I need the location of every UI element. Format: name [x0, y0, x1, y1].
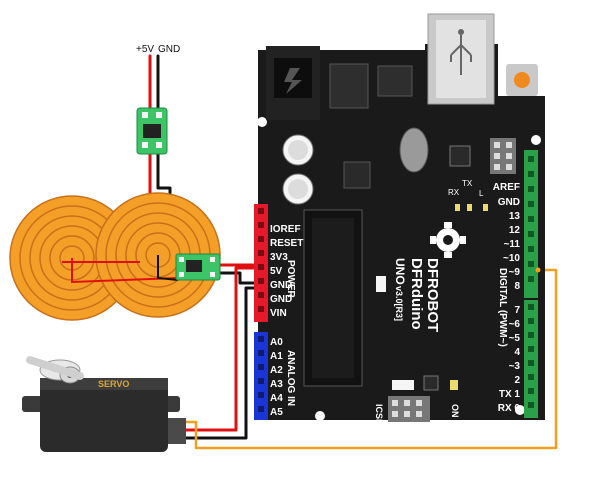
servo-motor: SERVO [22, 356, 186, 452]
icsp-header-top [490, 138, 516, 174]
pin-a2: A2 [270, 365, 283, 376]
model-name: DFRduino [408, 258, 425, 330]
pin-8: 8 [514, 281, 520, 292]
pin-a5: A5 [270, 407, 283, 418]
pin-12: 12 [509, 225, 521, 236]
pin-7: 7 [514, 305, 520, 316]
brand-name: DFROBOT [424, 258, 441, 332]
pin-9: ~9 [509, 267, 521, 278]
pin-gnd-2: GND [270, 294, 292, 305]
pin-aref: AREF [493, 182, 520, 193]
icsp-header-bottom [388, 396, 430, 422]
analog-header [254, 332, 268, 420]
reset-button[interactable] [506, 64, 538, 96]
pin-13: 13 [509, 211, 521, 222]
pin-a0: A0 [270, 337, 283, 348]
pin-tx1: TX 1 [499, 389, 521, 400]
analog-header-title: ANALOG IN [285, 350, 296, 406]
pin-a4: A4 [270, 393, 283, 404]
pin-5v: 5V [270, 266, 283, 277]
regulator-board [136, 107, 168, 155]
wire-black-gnd [216, 271, 264, 285]
l-label: L [479, 189, 484, 198]
pin-4: 4 [514, 347, 520, 358]
power-header [254, 204, 268, 322]
pin-ioref: IOREF [270, 224, 301, 235]
digital-top-pin-labels: AREF GND 13 12 ~11 ~10 ~9 8 [493, 182, 521, 292]
pin-3v3: 3V3 [270, 252, 288, 263]
power-jack [266, 46, 320, 120]
usb-port [427, 13, 495, 105]
supply-plus-label: +5V [136, 44, 154, 55]
pin-gnd-d: GND [498, 197, 520, 208]
pin-2: 2 [514, 375, 520, 386]
digital-header-title: DIGITAL (PWM~) [497, 268, 508, 347]
wires [148, 54, 558, 450]
icsp-label: ICSP [374, 404, 384, 425]
digital-bottom-pin-labels: 7 ~6 ~5 4 ~3 2 TX 1 RX 0 [498, 305, 521, 414]
tx-label: TX [462, 179, 473, 188]
digital-header-bottom [524, 300, 538, 418]
charging-coils [9, 192, 221, 321]
analog-pin-labels: A0 A1 A2 A3 A4 A5 [270, 337, 283, 418]
revision-name: v3.0[R3] [394, 286, 404, 321]
digital-header-top [524, 150, 538, 298]
wire-black-servo [183, 286, 264, 440]
pin-5: ~5 [509, 333, 521, 344]
wire-orange-signal [183, 268, 558, 450]
rx-label: RX [448, 188, 460, 197]
version-name: UNO [393, 258, 407, 285]
power-pin-labels: IOREF RESET 3V3 5V GND GND VIN [270, 224, 303, 319]
servo-label: SERVO [98, 379, 129, 389]
on-label: ON [450, 404, 460, 418]
receiver-module [175, 253, 221, 281]
pin-6: ~6 [509, 319, 521, 330]
supply-gnd-label: GND [158, 44, 180, 55]
voltage-regulator [329, 63, 369, 109]
pin-11: ~11 [504, 239, 521, 250]
pin-a3: A3 [270, 379, 283, 390]
pin-vin: VIN [270, 308, 287, 319]
atmega-chip [303, 209, 363, 387]
pin-3: ~3 [509, 361, 521, 372]
dfrobot-logo [430, 222, 466, 258]
pin-10: ~10 [503, 253, 520, 264]
wire-red-servo [183, 266, 264, 432]
pin-reset: RESET [270, 238, 303, 249]
pin-gnd-1: GND [270, 280, 292, 291]
pin-a1: A1 [270, 351, 283, 362]
pin-rx0: RX 0 [498, 403, 521, 414]
power-header-title: POWER [285, 260, 296, 299]
arduino-board: RX TX L DFROBOT DFRduino UNO v3.0[R3] [254, 13, 545, 425]
